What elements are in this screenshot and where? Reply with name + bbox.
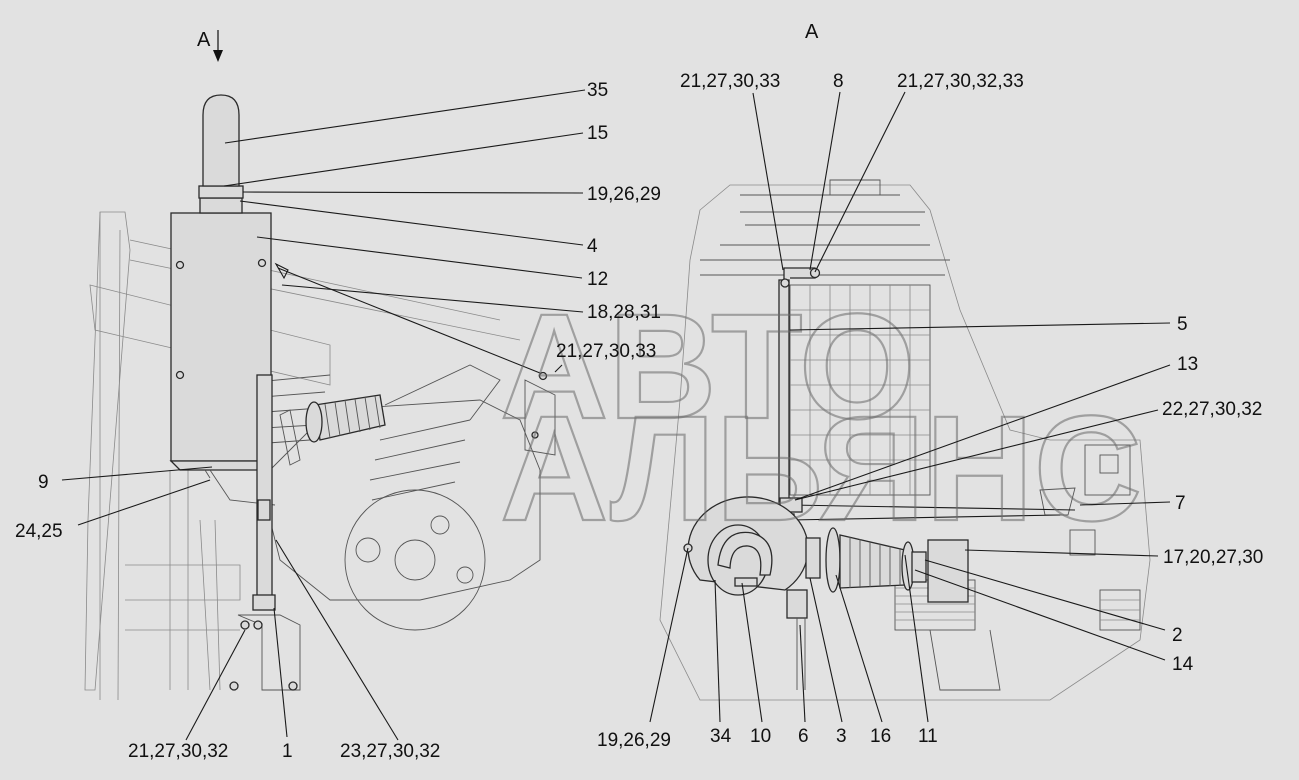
- support-post: [256, 374, 273, 606]
- filter-cover: [199, 197, 243, 214]
- callout-label: 5: [1177, 314, 1188, 335]
- engine-silhouette: [659, 184, 1151, 701]
- callout-label: 6: [798, 726, 809, 747]
- callout-label: 13: [1177, 354, 1198, 375]
- leader-lines: [61, 89, 1171, 741]
- radiator-core: [789, 284, 931, 496]
- left-frame-panel: [84, 211, 131, 691]
- watermark-line1: АВТО: [500, 282, 916, 450]
- callout-label: 21,27,30,33: [680, 71, 780, 92]
- left-callout-labels: 35 15 19,26,29 4 12 18,28,31 21,27,30,33…: [15, 80, 661, 762]
- left-view: [84, 94, 556, 701]
- callout-label: 21,27,30,33: [556, 341, 656, 362]
- cross-bar: [789, 504, 1076, 511]
- callout-label: 7: [1175, 493, 1186, 514]
- callout-label: 8: [833, 71, 844, 92]
- right-callout-labels: 21,27,30,33 8 21,27,30,32,33 5 13 22,27,…: [597, 71, 1263, 751]
- callout-label: 22,27,30,32: [1162, 399, 1262, 420]
- callout-label: 23,27,30,32: [340, 741, 440, 762]
- precleaner-cap: [202, 94, 240, 187]
- callout-label: 35: [587, 80, 608, 101]
- right-view: [659, 179, 1151, 701]
- callout-label: 19,26,29: [597, 730, 671, 751]
- callout-label: 18,28,31: [587, 302, 661, 323]
- callout-label: 12: [587, 269, 608, 290]
- watermark-line2: АЛЬЯНС: [500, 384, 1142, 552]
- callout-label: 4: [587, 236, 598, 257]
- callout-label: 3: [836, 726, 847, 747]
- view-marker-label: А: [197, 29, 211, 51]
- filter-bottom: [169, 460, 273, 471]
- air-filter-housing: [170, 212, 272, 462]
- cap-clamp: [198, 185, 244, 199]
- callout-label: 17,20,27,30: [1163, 547, 1263, 568]
- callout-label: 21,27,30,32: [128, 741, 228, 762]
- callout-label: 24,25: [15, 521, 63, 542]
- tension-rod: [277, 267, 546, 376]
- callout-label: 21,27,30,32,33: [897, 71, 1024, 92]
- callout-label: 19,26,29: [587, 184, 661, 205]
- precleaner-bowl: [683, 496, 809, 596]
- view-title: А: [805, 21, 819, 43]
- view-arrow: А: [197, 29, 223, 62]
- callout-label: 14: [1172, 654, 1194, 675]
- left-bellows-hose: [305, 394, 386, 443]
- callout-label: 9: [38, 472, 49, 493]
- callout-label: 2: [1172, 625, 1183, 646]
- engine-block: [259, 399, 541, 601]
- callout-label: 16: [870, 726, 891, 747]
- callout-label: 15: [587, 123, 608, 144]
- callout-label: 1: [282, 741, 293, 762]
- callout-label: 34: [710, 726, 732, 747]
- callout-label: 10: [750, 726, 771, 747]
- rod-bracket: [524, 379, 556, 456]
- callout-label: 11: [918, 726, 938, 747]
- flywheel: [344, 489, 486, 631]
